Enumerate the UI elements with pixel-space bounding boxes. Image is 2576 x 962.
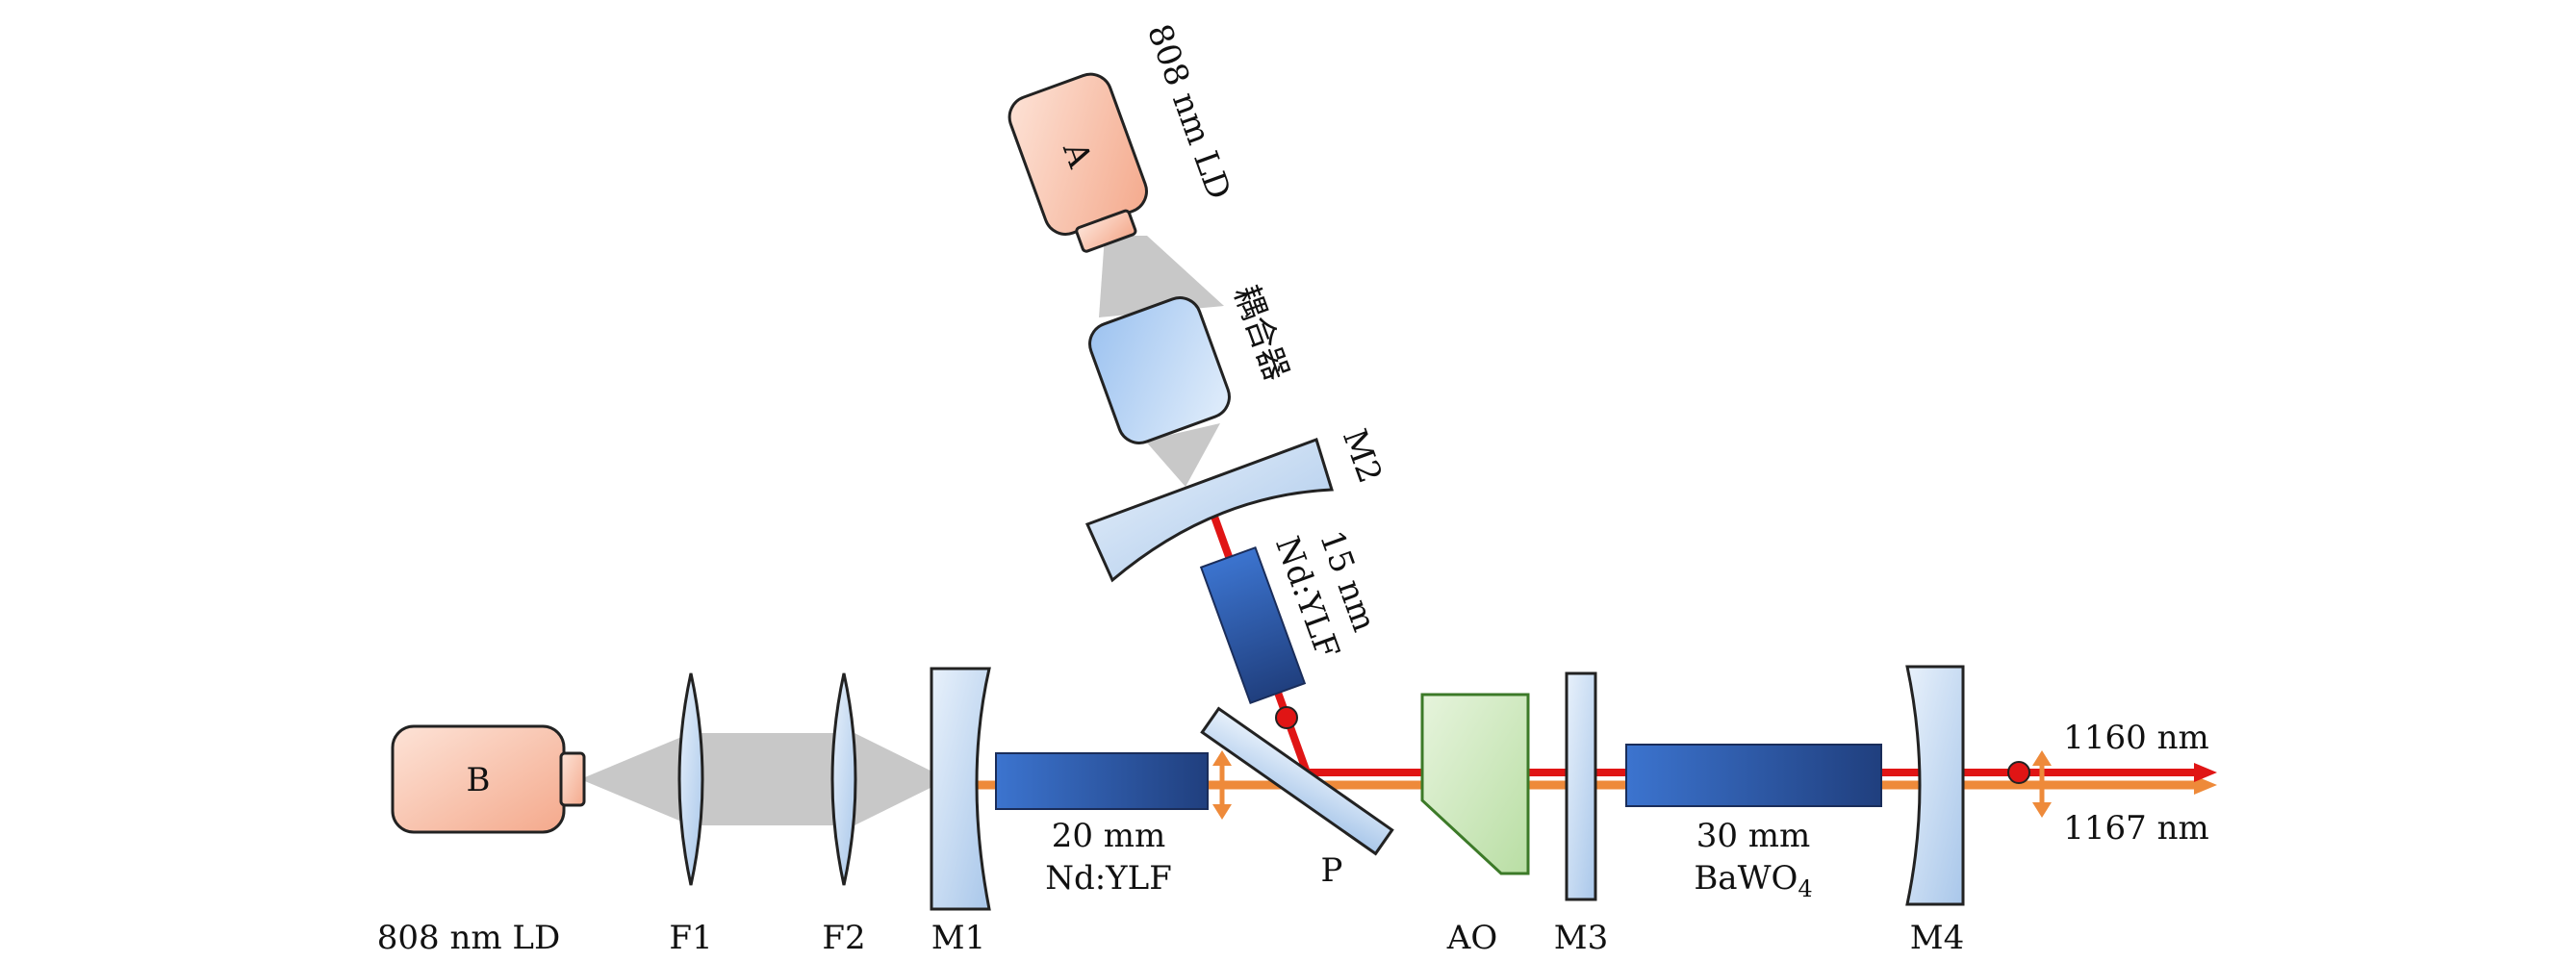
fiber-coupler-label: 耦合器 bbox=[1226, 280, 1295, 386]
crystal-raman-length: 30 mm bbox=[1696, 817, 1811, 855]
diode-b-nose bbox=[559, 751, 586, 807]
mirror-m2 bbox=[1084, 438, 1335, 583]
mirror-m3 bbox=[1565, 671, 1597, 901]
arrowhead-1160 bbox=[2194, 763, 2217, 782]
lens-f1-label: F1 bbox=[669, 919, 712, 957]
ao-modulator-label: AO bbox=[1446, 919, 1497, 957]
diode-a bbox=[1007, 72, 1148, 253]
fiber-coupler bbox=[1088, 296, 1231, 444]
crystal-main-material: Nd:YLF bbox=[1045, 859, 1172, 898]
polarization-dot-side bbox=[1275, 706, 1298, 729]
mirror-m4-label: M4 bbox=[1910, 919, 1964, 957]
pump-beam-cone-b bbox=[580, 733, 948, 825]
polarization-dot-output bbox=[2007, 761, 2030, 784]
lens-f2-label: F2 bbox=[822, 919, 865, 957]
arrowhead-1167 bbox=[2194, 775, 2217, 795]
crystal-main-length: 20 mm bbox=[1052, 817, 1166, 855]
ao-modulator bbox=[1420, 693, 1530, 875]
polarization-arrow-1167 bbox=[1212, 750, 1232, 820]
lens-f1 bbox=[677, 672, 704, 886]
pump-beam-cone-a2 bbox=[1145, 423, 1220, 487]
mirror-m3-label: M3 bbox=[1554, 919, 1608, 957]
diode-a-label: 808 nm LD bbox=[1139, 19, 1238, 205]
crystal-nd-ylf-side bbox=[1199, 545, 1307, 705]
polarizer-p bbox=[1200, 706, 1394, 856]
mirror-m1-label: M1 bbox=[931, 919, 985, 957]
output-label-1167: 1167 nm bbox=[2063, 809, 2208, 848]
crystal-bawo4 bbox=[1625, 744, 1882, 807]
diode-b-letter: B bbox=[467, 761, 491, 799]
polarizer-label: P bbox=[1321, 851, 1343, 890]
pump-beam-cone-a1 bbox=[1099, 236, 1224, 317]
mirror-m4 bbox=[1905, 665, 1965, 906]
polarization-arrow-output bbox=[2032, 750, 2052, 818]
output-label-1160: 1160 nm bbox=[2063, 719, 2208, 757]
crystal-raman-material: BaWO4 bbox=[1694, 859, 1812, 902]
lens-f2 bbox=[830, 672, 857, 886]
diode-b-label: 808 nm LD bbox=[377, 919, 561, 957]
mirror-m1 bbox=[930, 667, 991, 911]
crystal-nd-ylf-main bbox=[995, 752, 1209, 810]
mirror-m2-label: M2 bbox=[1335, 424, 1390, 489]
